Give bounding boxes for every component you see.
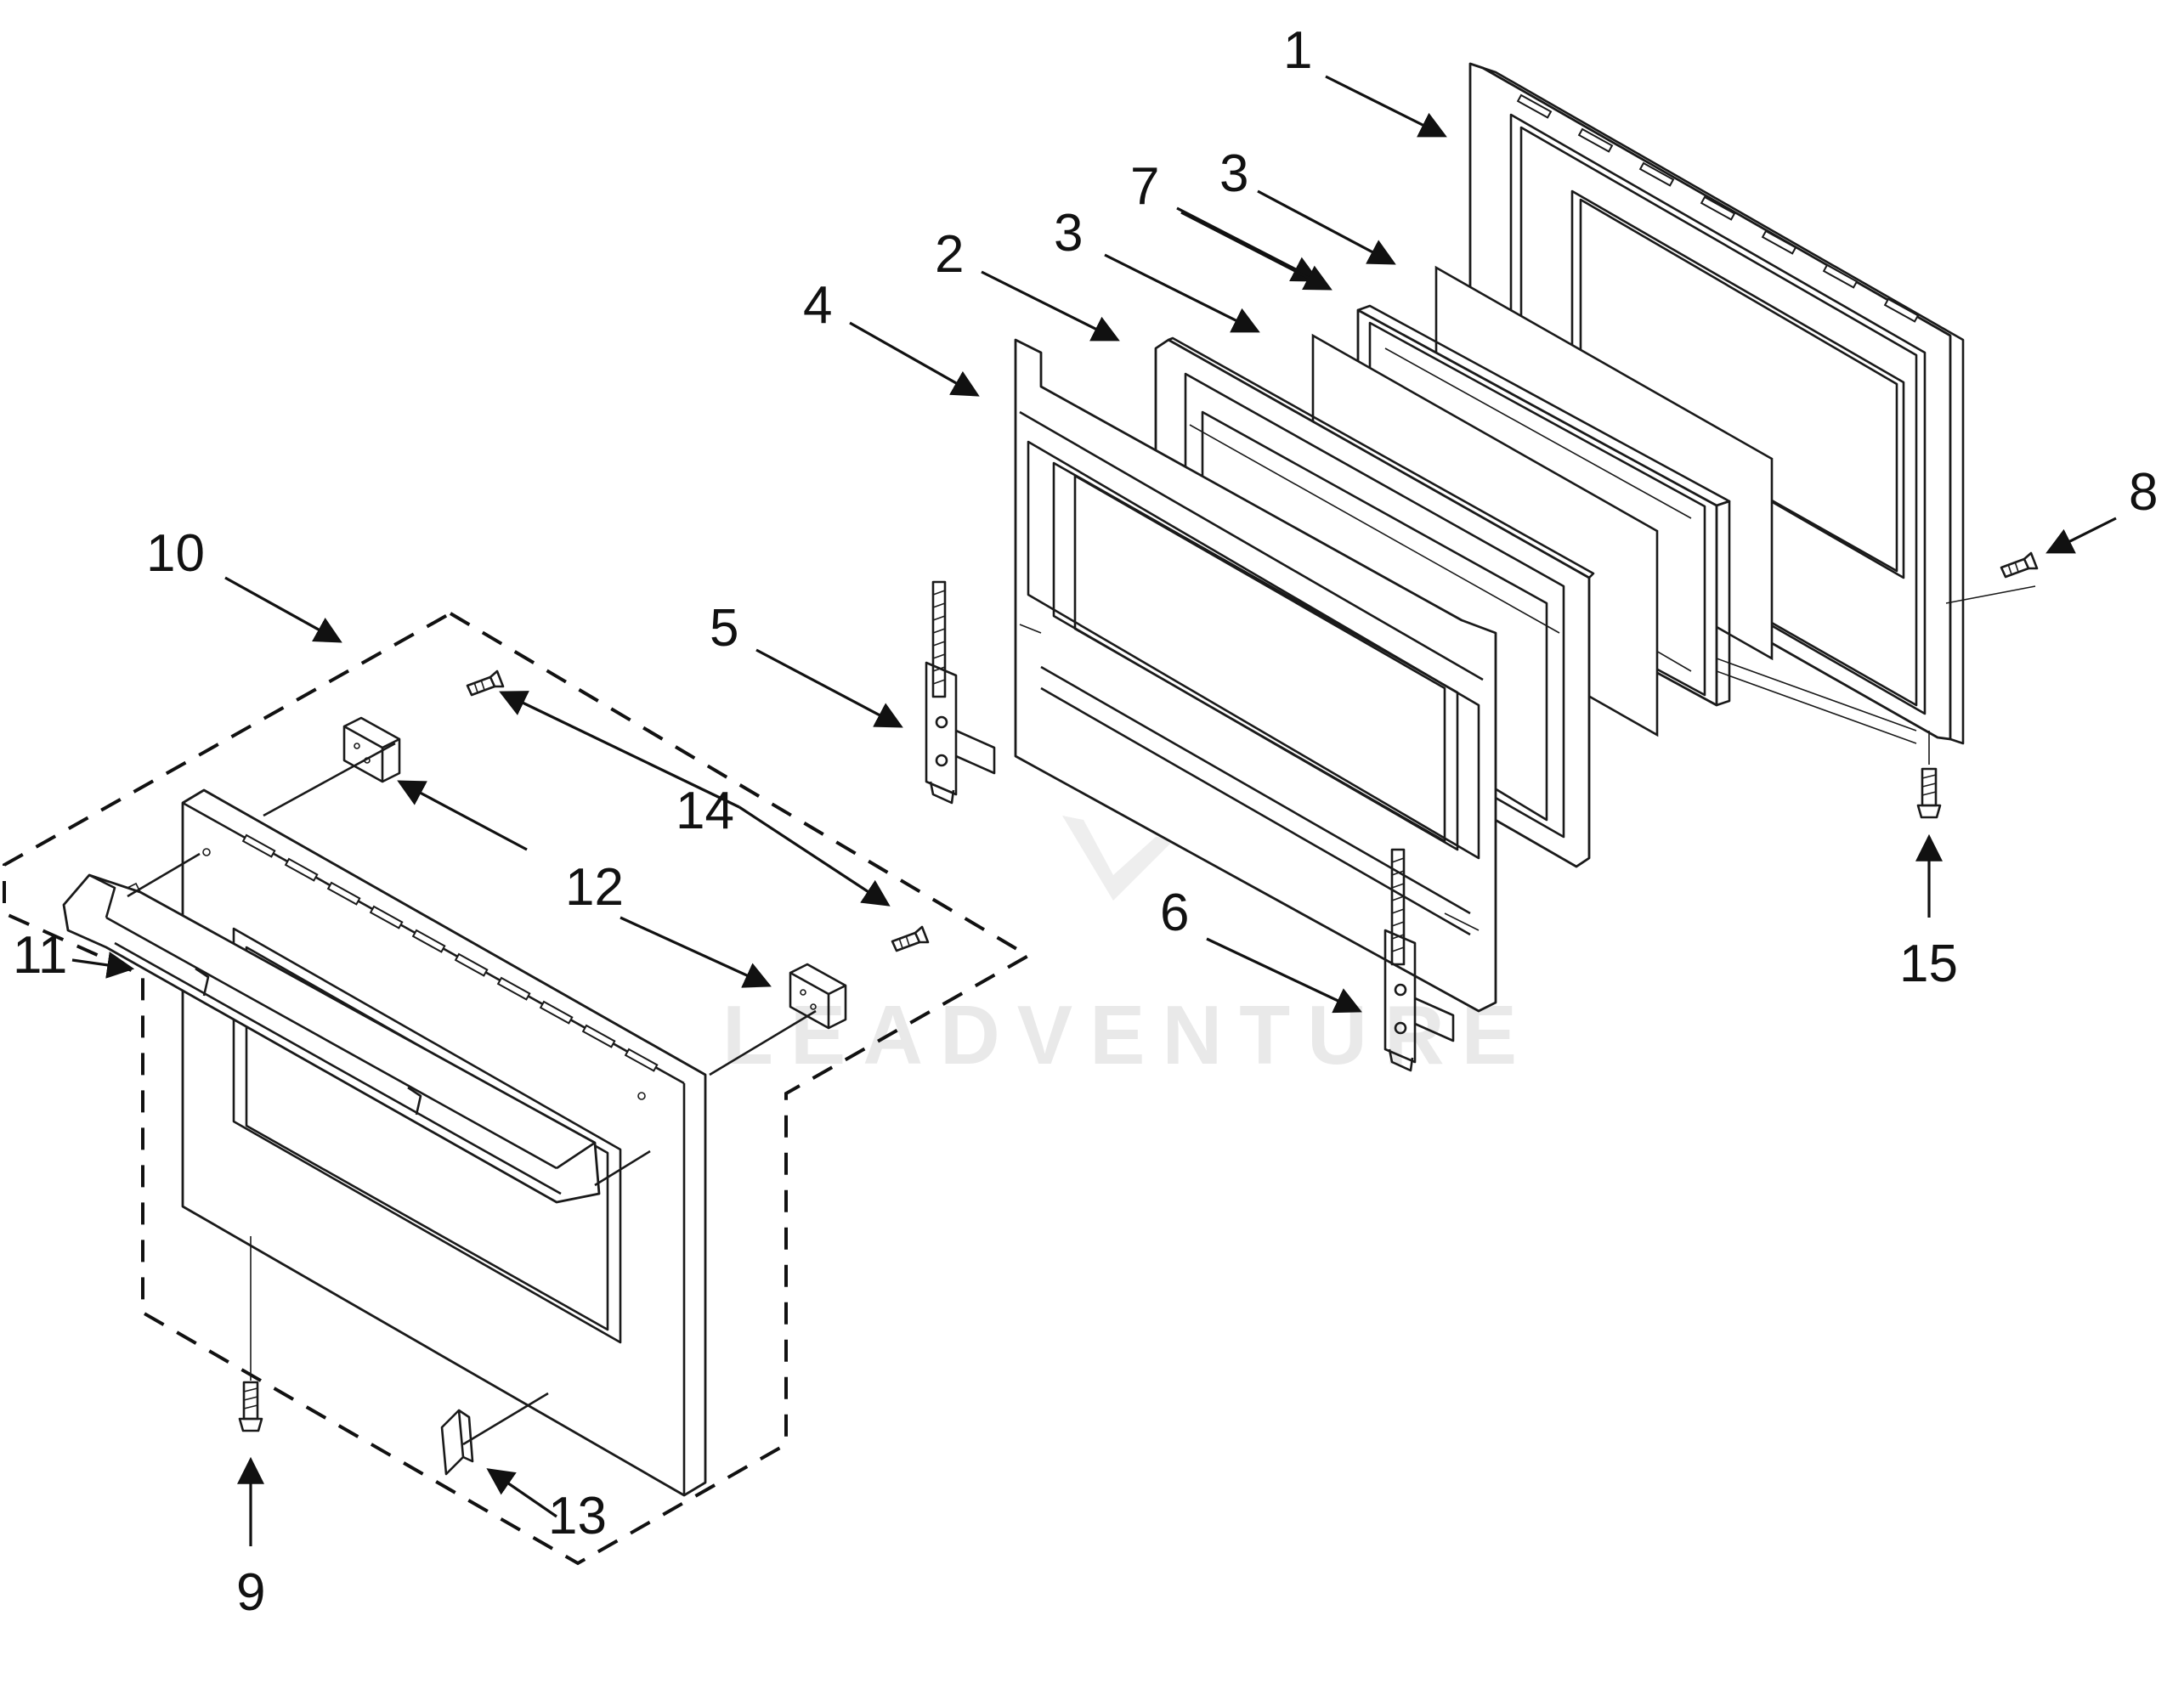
bracket-upper (342, 716, 401, 783)
callout-9: 9 (236, 1563, 265, 1622)
screw-14-lower (891, 925, 930, 952)
door-handle (62, 873, 601, 1204)
door-assembly-outline (2, 611, 1032, 1566)
hinge-right (1383, 848, 1455, 1072)
callout-labels: 1 3 7 2 3 4 5 6 8 15 9 10 11 12 13 14 (13, 21, 2158, 1622)
callout-15: 15 (1899, 935, 1958, 993)
screw-14-upper (466, 669, 505, 697)
callout-3-front: 3 (1054, 204, 1083, 263)
bracket-lower (789, 963, 847, 1030)
callout-11: 11 (13, 926, 67, 985)
callout-3-rear: 3 (1219, 144, 1248, 203)
callout-7: 7 (1130, 157, 1159, 216)
outer-door (181, 788, 707, 1497)
watermark-text: LEADVENTURE (722, 988, 1534, 1082)
screw-15 (1916, 767, 1942, 819)
callout-14: 14 (676, 782, 734, 840)
screw-9 (238, 1381, 263, 1432)
callout-5: 5 (710, 599, 738, 658)
door-clip (440, 1409, 474, 1476)
callout-8: 8 (2129, 463, 2158, 522)
callout-2: 2 (935, 225, 964, 284)
hinge-left (925, 580, 996, 805)
callout-6: 6 (1160, 884, 1189, 942)
screw-8 (2000, 551, 2039, 579)
door-inner-panel (1014, 338, 1497, 1013)
assembly-leader-lines (127, 585, 2036, 1446)
callout-1: 1 (1283, 21, 1312, 80)
callout-4: 4 (803, 276, 832, 335)
callout-arrows (71, 75, 2117, 1546)
callout-13: 13 (548, 1487, 607, 1545)
callout-12: 12 (565, 858, 624, 917)
callout-10: 10 (146, 524, 205, 583)
